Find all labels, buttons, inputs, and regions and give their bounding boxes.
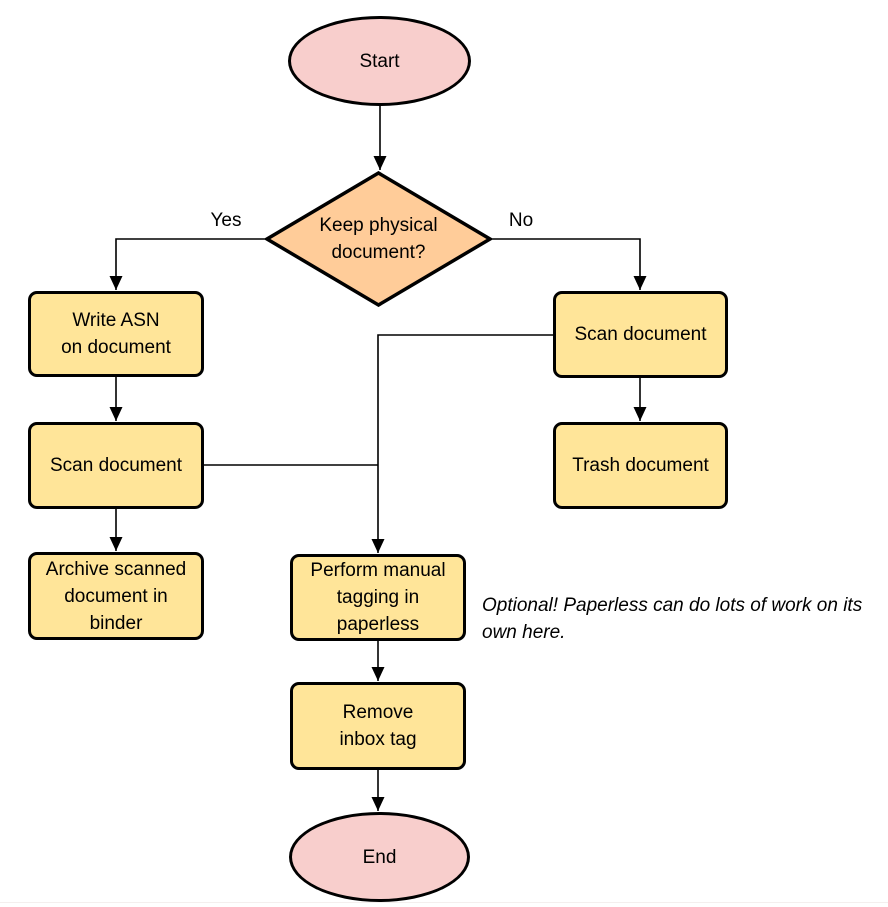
- node-remove-inbox: Remove inbox tag: [290, 682, 466, 770]
- node-scan-left: Scan document: [28, 422, 204, 509]
- edge-decision-scan-right: [492, 238, 647, 290]
- node-tagging-label: Perform manual tagging in paperless: [310, 560, 446, 635]
- node-scan-right: Scan document: [553, 291, 728, 378]
- edge-label-yes: Yes: [210, 210, 242, 231]
- edge-scan-right-tagging: [371, 334, 553, 553]
- node-decision-label: Keep physical document?: [319, 215, 438, 263]
- node-remove-inbox-label: Remove inbox tag: [339, 702, 417, 750]
- bottom-divider: [0, 902, 888, 903]
- node-end: End: [289, 812, 470, 902]
- node-scan-left-label: Scan document: [49, 455, 183, 476]
- node-scan-right-label: Scan document: [574, 324, 707, 345]
- node-start-label: Start: [359, 50, 400, 72]
- node-archive: Archive scanned document in binder: [28, 552, 204, 640]
- decision-diamond-shape: [265, 171, 492, 307]
- node-archive-label: Archive scanned document in binder: [45, 558, 187, 634]
- edge-label-no: No: [508, 210, 534, 231]
- optional-note: Optional! Paperless can do lots of work …: [482, 595, 863, 643]
- node-write-asn: Write ASN on document: [28, 291, 204, 377]
- node-trash-label: Trash document: [572, 455, 709, 476]
- node-decision: Keep physical document?: [265, 171, 492, 307]
- edge-decision-write-asn: [109, 238, 265, 290]
- node-start: Start: [288, 16, 471, 106]
- node-write-asn-label: Write ASN on document: [61, 310, 171, 358]
- node-end-label: End: [362, 846, 397, 868]
- node-trash: Trash document: [553, 422, 728, 509]
- node-tagging: Perform manual tagging in paperless: [290, 554, 466, 641]
